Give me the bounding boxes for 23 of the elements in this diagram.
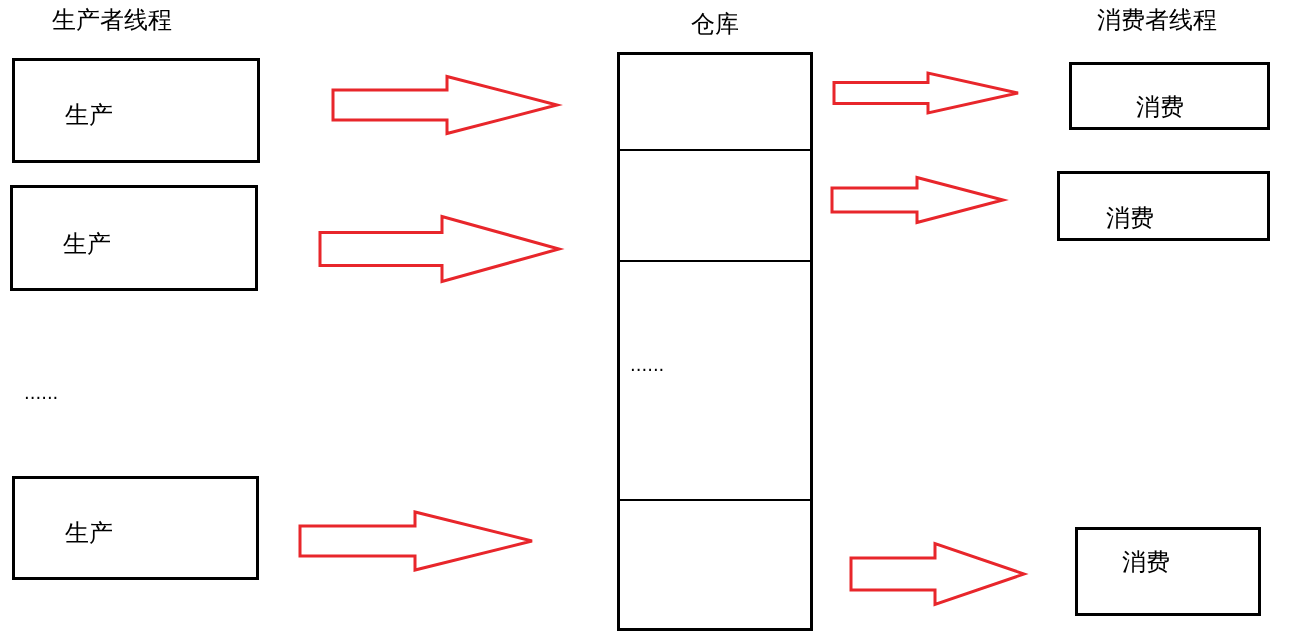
thread-box bbox=[12, 58, 260, 163]
thread-box bbox=[1075, 527, 1261, 616]
node-label: 消费 bbox=[1136, 93, 1184, 122]
thread-box bbox=[12, 476, 259, 580]
block-arrow bbox=[830, 175, 1009, 225]
ellipsis: ...... bbox=[630, 354, 665, 376]
block-arrow bbox=[832, 71, 1020, 115]
block-arrow bbox=[318, 214, 565, 284]
node-label: 消费 bbox=[1122, 548, 1170, 577]
block-arrow bbox=[331, 74, 563, 136]
column-heading: 仓库 bbox=[690, 10, 740, 39]
node-label: 生产 bbox=[65, 519, 113, 548]
node-label: 生产 bbox=[65, 101, 113, 130]
node-label: 生产 bbox=[63, 230, 111, 259]
block-arrow bbox=[849, 541, 1029, 607]
thread-box bbox=[1057, 171, 1270, 241]
section-heading: 生产者线程 bbox=[52, 5, 172, 36]
thread-box bbox=[10, 185, 258, 291]
ellipsis: ...... bbox=[24, 382, 59, 403]
thread-box bbox=[1069, 62, 1270, 130]
node-label: 消费 bbox=[1106, 204, 1154, 233]
section-heading: 消费者线程 bbox=[1097, 5, 1217, 36]
block-arrow bbox=[298, 510, 534, 572]
